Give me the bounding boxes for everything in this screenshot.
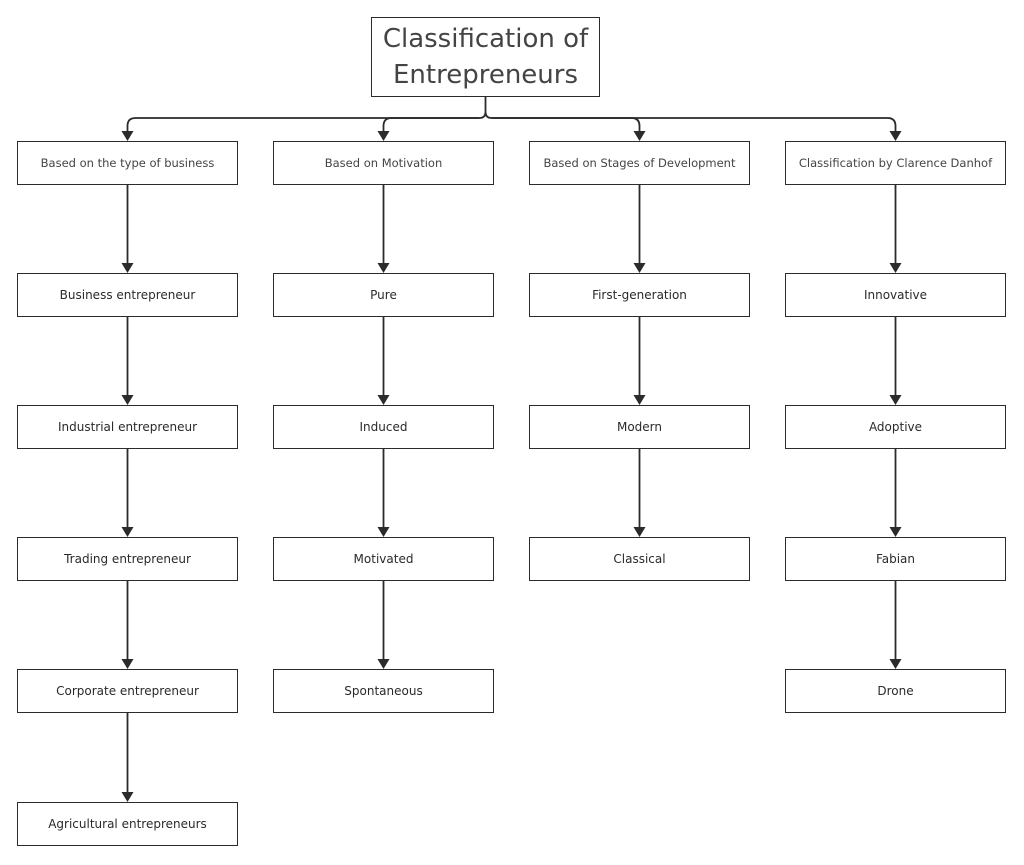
- entrepreneur-type-node[interactable]: Trading entrepreneur: [17, 537, 238, 581]
- category-node-label: Classification by Clarence Danhof: [798, 156, 993, 170]
- category-node[interactable]: Based on the type of business: [17, 141, 238, 185]
- arrow-head-icon: [633, 527, 646, 537]
- arrow-head-icon: [121, 263, 134, 273]
- entrepreneur-type-node-label: Trading entrepreneur: [64, 552, 191, 566]
- arrow-head-icon: [633, 395, 646, 405]
- entrepreneur-type-node-label: Spontaneous: [344, 684, 423, 698]
- arrow-head-icon: [377, 659, 390, 669]
- entrepreneur-type-node-label: Classical: [613, 552, 666, 566]
- arrow-head-icon: [121, 792, 134, 802]
- entrepreneur-type-node-label: Corporate entrepreneur: [56, 684, 199, 698]
- entrepreneur-type-node[interactable]: Classical: [529, 537, 750, 581]
- entrepreneur-type-node[interactable]: Business entrepreneur: [17, 273, 238, 317]
- entrepreneur-type-node[interactable]: Innovative: [785, 273, 1006, 317]
- category-node[interactable]: Classification by Clarence Danhof: [785, 141, 1006, 185]
- arrow-head-icon: [121, 659, 134, 669]
- arrow-head-icon: [121, 527, 134, 537]
- root-title-text: Classification of Entrepreneurs: [382, 24, 589, 90]
- entrepreneur-type-node[interactable]: Motivated: [273, 537, 494, 581]
- entrepreneur-type-node-label: Pure: [370, 288, 397, 302]
- arrow-head-icon: [633, 131, 646, 141]
- entrepreneur-type-node-label: Drone: [877, 684, 914, 698]
- entrepreneur-type-node-label: Induced: [359, 420, 408, 434]
- category-node[interactable]: Based on Stages of Development: [529, 141, 750, 185]
- entrepreneur-type-node-label: Fabian: [875, 552, 916, 566]
- entrepreneur-type-node-label: Business entrepreneur: [59, 288, 196, 302]
- entrepreneur-type-node[interactable]: Drone: [785, 669, 1006, 713]
- entrepreneur-type-node[interactable]: Corporate entrepreneur: [17, 669, 238, 713]
- entrepreneur-type-node[interactable]: Fabian: [785, 537, 1006, 581]
- arrow-head-icon: [121, 395, 134, 405]
- arrow-head-icon: [889, 527, 902, 537]
- entrepreneur-type-node-label: Modern: [616, 420, 663, 434]
- entrepreneur-type-node[interactable]: First-generation: [529, 273, 750, 317]
- entrepreneur-type-node-label: Industrial entrepreneur: [57, 420, 198, 434]
- arrow-head-icon: [889, 263, 902, 273]
- category-node-label: Based on Motivation: [324, 156, 443, 170]
- entrepreneur-type-node-label: First-generation: [592, 288, 687, 302]
- arrow-head-icon: [633, 263, 646, 273]
- category-node-label: Based on Stages of Development: [543, 156, 736, 170]
- entrepreneur-type-node[interactable]: Industrial entrepreneur: [17, 405, 238, 449]
- arrow-head-icon: [889, 659, 902, 669]
- entrepreneur-type-node[interactable]: Spontaneous: [273, 669, 494, 713]
- entrepreneur-type-node[interactable]: Adoptive: [785, 405, 1006, 449]
- entrepreneur-type-node[interactable]: Agricultural entrepreneurs: [17, 802, 238, 846]
- arrow-head-icon: [377, 395, 390, 405]
- arrow-head-icon: [889, 131, 902, 141]
- root-stem: [479, 97, 492, 119]
- arrow-head-icon: [377, 131, 390, 141]
- arrow-head-icon: [889, 395, 902, 405]
- entrepreneur-type-node-label: Motivated: [353, 552, 414, 566]
- arrow-head-icon: [377, 527, 390, 537]
- branch-connector: [491, 117, 641, 133]
- branch-connector: [382, 117, 480, 133]
- category-node[interactable]: Based on Motivation: [273, 141, 494, 185]
- entrepreneur-type-node-label: Innovative: [863, 288, 928, 302]
- category-node-label: Based on the type of business: [40, 156, 215, 170]
- entrepreneur-type-node-label: Agricultural entrepreneurs: [48, 817, 207, 831]
- entrepreneur-type-node[interactable]: Modern: [529, 405, 750, 449]
- root-title-node[interactable]: Classification of Entrepreneurs: [371, 17, 600, 97]
- branch-connector: [491, 117, 897, 133]
- entrepreneur-type-node[interactable]: Pure: [273, 273, 494, 317]
- arrow-head-icon: [377, 263, 390, 273]
- branch-connector: [126, 117, 480, 133]
- entrepreneur-type-node[interactable]: Induced: [273, 405, 494, 449]
- arrow-head-icon: [121, 131, 134, 141]
- entrepreneur-type-node-label: Adoptive: [868, 420, 923, 434]
